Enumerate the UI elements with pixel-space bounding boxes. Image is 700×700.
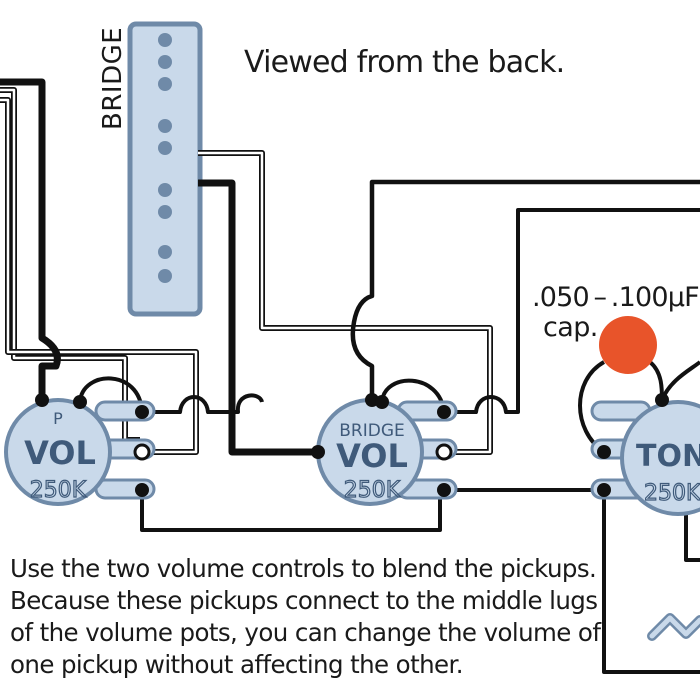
- solder-points: [35, 393, 669, 497]
- caption-line: Use the two volume controls to blend the…: [10, 554, 597, 583]
- pot-bridge-vol-top-label: BRIDGE: [339, 421, 405, 441]
- pot-bridge-vol-main-label: VOL: [336, 437, 408, 475]
- pot-tone: TONE 250K: [620, 400, 700, 516]
- pot-p-vol-main-label: VOL: [24, 434, 96, 472]
- pot-bridge-vol: BRIDGE VOL 250K: [316, 398, 424, 506]
- pickup-pole-pieces: [158, 33, 172, 283]
- capacitor-label: cap.: [543, 312, 598, 343]
- pot-tone-main-label: TONE: [636, 439, 700, 474]
- caption-line: one pickup without affecting the other.: [10, 650, 464, 679]
- capacitor-value: .050 – .100µF: [532, 282, 699, 313]
- capacitor-body: [599, 316, 657, 374]
- pot-bridge-vol-value: 250K: [344, 478, 401, 503]
- explanation-caption: Use the two volume controls to blend the…: [10, 553, 610, 681]
- pot-tone-value: 250K: [644, 481, 700, 506]
- pot-p-vol: P VOL 250K: [4, 398, 112, 506]
- tone-curve-graphic: [647, 613, 700, 641]
- bridge-pickup: [127, 21, 203, 317]
- pickup-label: BRIDGE: [98, 27, 128, 130]
- caption-line: of the volume pots, you can change the v…: [10, 618, 601, 647]
- caption-line: Because these pickups connect to the mid…: [10, 586, 598, 615]
- capacitor: .050 – .100µF cap.: [532, 282, 700, 374]
- pot-p-vol-value: 250K: [30, 478, 87, 503]
- pot-p-vol-top-label: P: [53, 409, 63, 428]
- view-note: Viewed from the back.: [244, 45, 564, 80]
